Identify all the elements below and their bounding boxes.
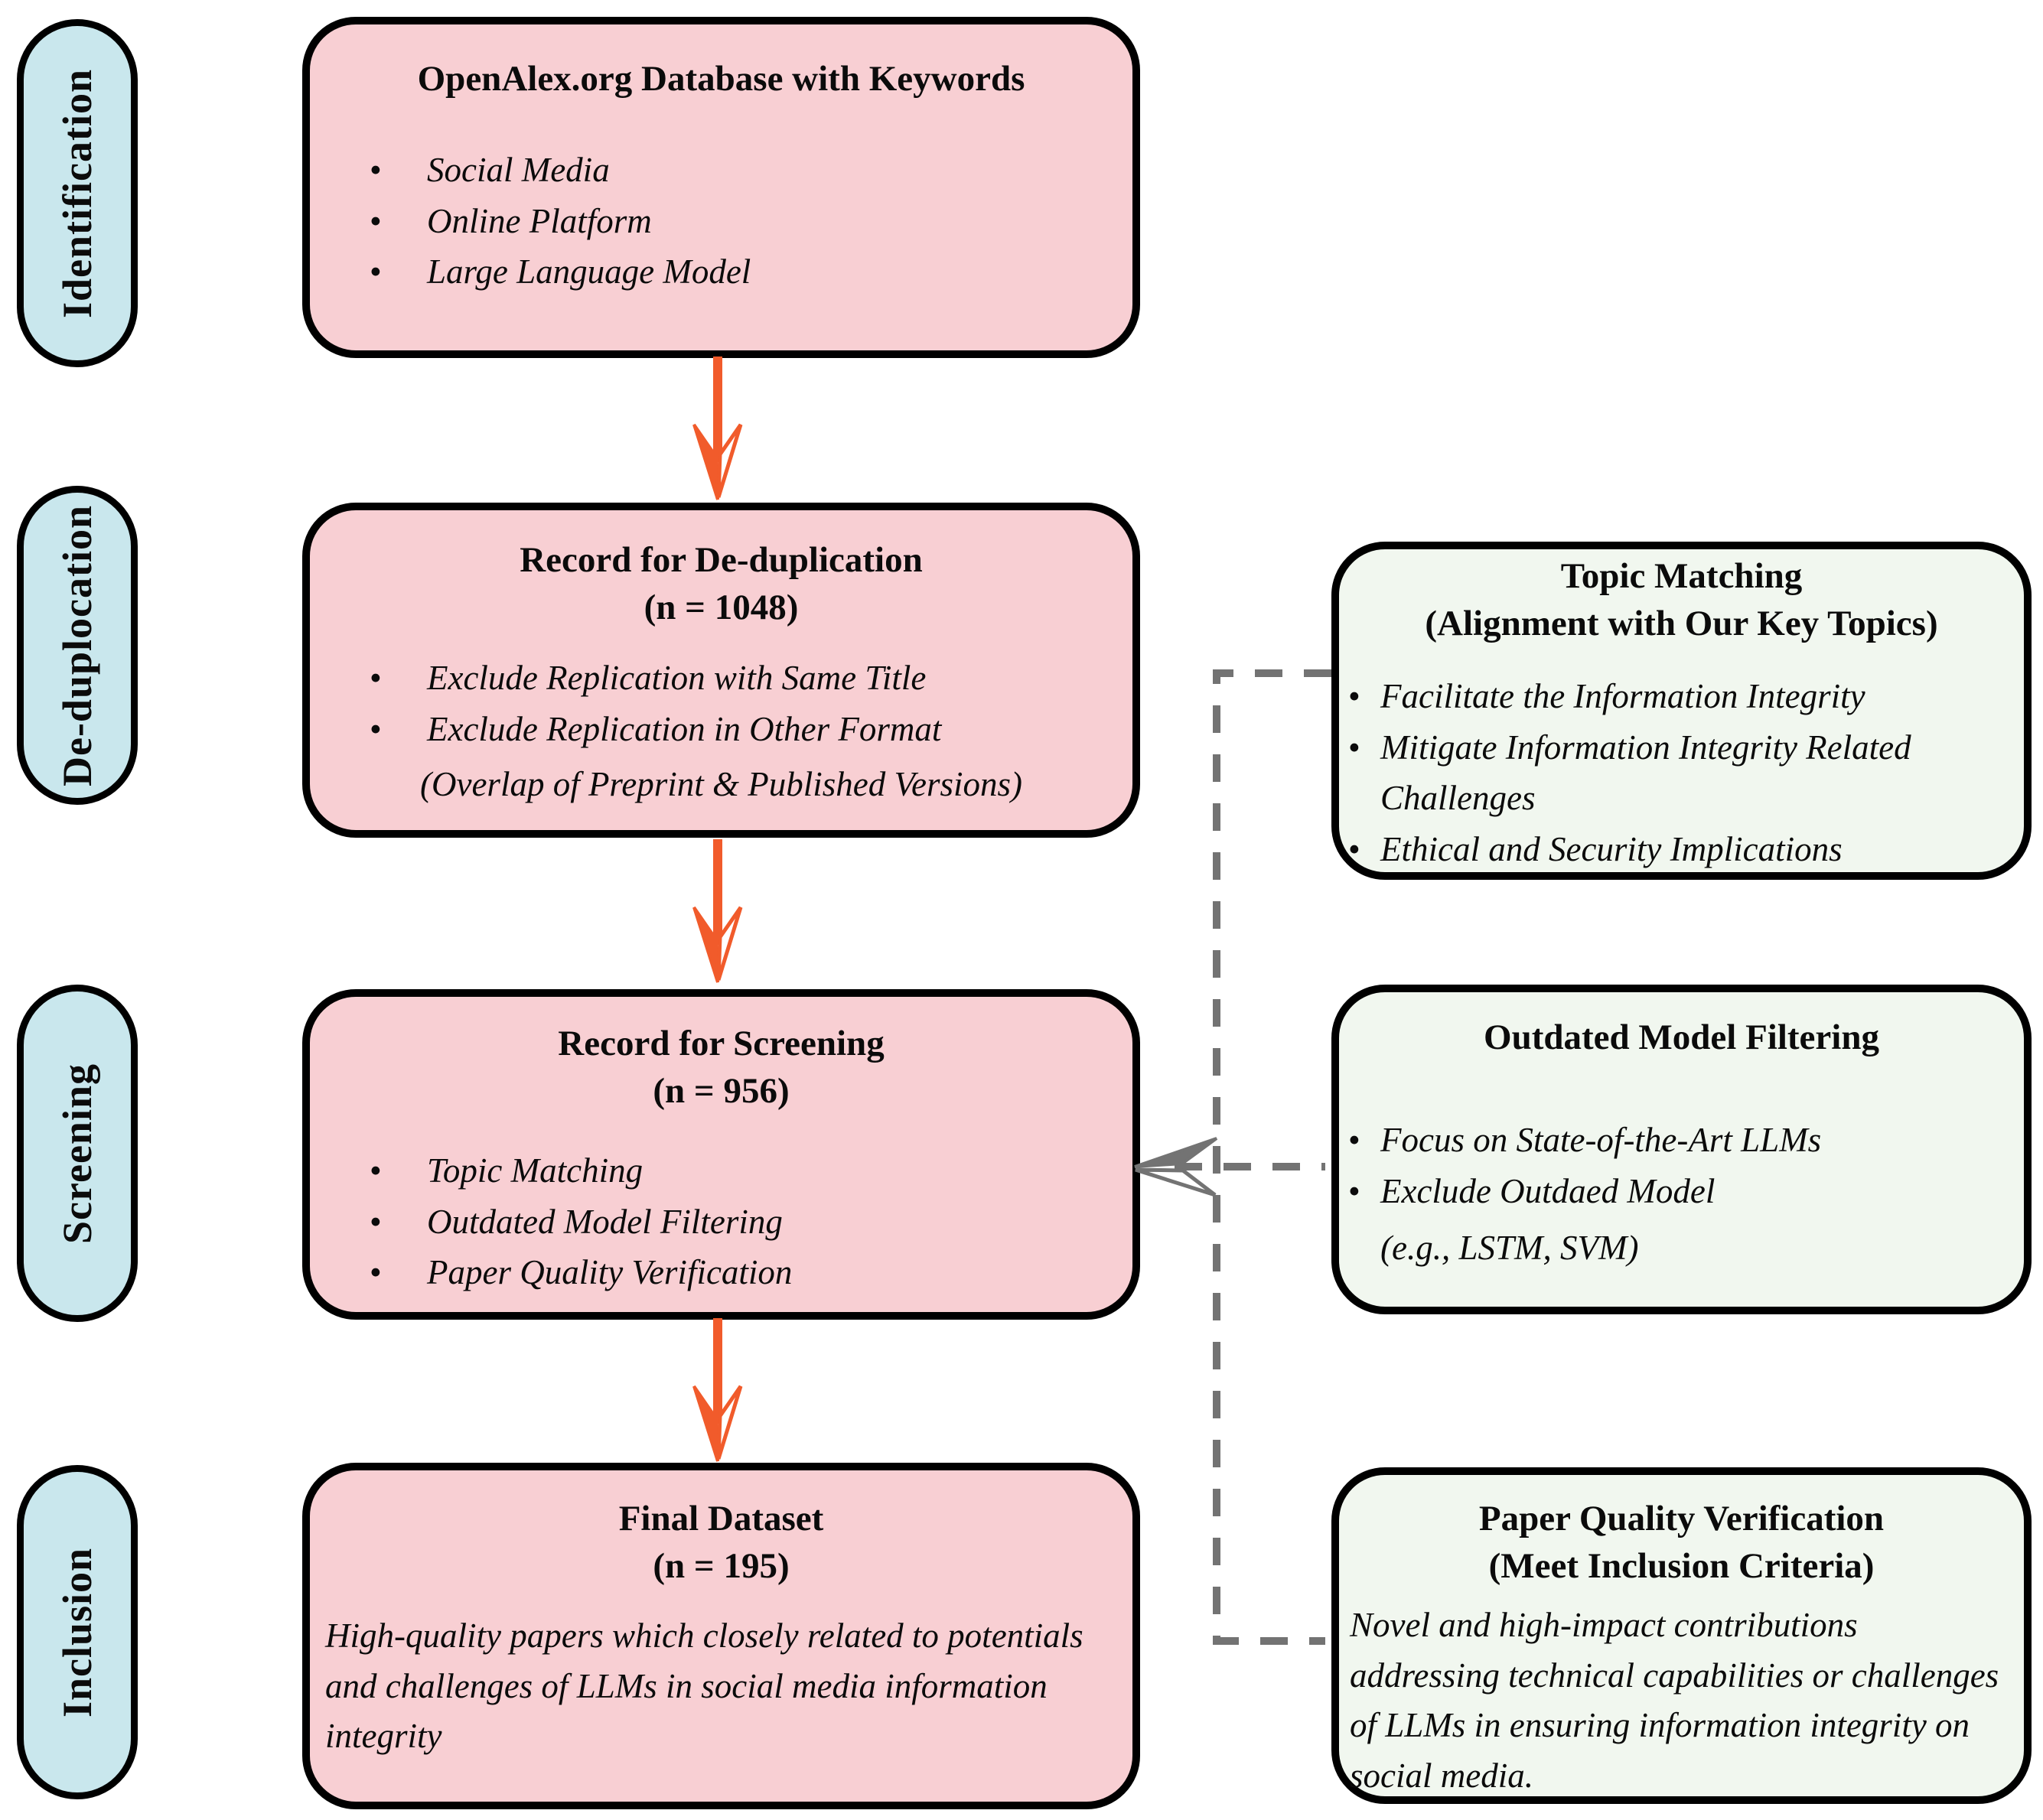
bullet-icon: • xyxy=(1348,728,1360,767)
bullet-list: • Focus on State-of-the-Art LLMs • Exclu… xyxy=(1348,1115,2024,1216)
box-title-line: Record for Screening xyxy=(558,1024,885,1063)
stage-capsule-deduplication: De-duplocation xyxy=(17,486,138,805)
bullet-icon: • xyxy=(370,151,382,190)
box-title-line: Topic Matching xyxy=(1560,556,1803,596)
list-item: • Focus on State-of-the-Art LLMs xyxy=(1348,1115,2024,1166)
box-subtitle: (Meet Inclusion Criteria) xyxy=(1488,1546,1875,1587)
bullet-text: Facilitate the Information Integrity xyxy=(1380,677,1865,716)
criteria-box-outdated-model-filtering: Outdated Model Filtering • Focus on Stat… xyxy=(1331,985,2032,1314)
bullet-icon: • xyxy=(370,252,382,291)
flow-box-final-dataset: Final Dataset (n = 195) High-quality pap… xyxy=(302,1463,1140,1809)
box-title-line: Paper Quality Verification xyxy=(1478,1499,1885,1538)
box-title: Record for De-duplication (n = 1048) xyxy=(310,536,1132,631)
bullet-text: Focus on State-of-the-Art LLMs xyxy=(1380,1121,1822,1160)
flow-box-deduplication: Record for De-duplication (n = 1048) • E… xyxy=(302,503,1140,838)
box-title: Outdated Model Filtering xyxy=(1484,1017,1879,1057)
bullet-icon: • xyxy=(1348,677,1360,716)
dashed-connector xyxy=(1175,669,1331,1645)
list-item: • Paper Quality Verification xyxy=(370,1247,1132,1298)
bullet-icon: • xyxy=(370,1151,382,1190)
list-item: • Ethical and Security Implications xyxy=(1348,824,2018,875)
list-item: • Topic Matching xyxy=(370,1145,1132,1197)
bullet-text: Exclude Outdaed Model xyxy=(1380,1171,1716,1210)
box-count: (n = 956) xyxy=(653,1071,790,1112)
box-title: Final Dataset (n = 195) xyxy=(310,1495,1132,1590)
stage-label: Screening xyxy=(54,1063,100,1244)
box-subtitle: (Alignment with Our Key Topics) xyxy=(1425,604,1938,644)
screening-criteria-arrowhead xyxy=(1134,1137,1218,1197)
bullet-icon: • xyxy=(1348,1171,1360,1210)
bullet-text: Ethical and Security Implications xyxy=(1380,829,1843,868)
bullet-text: Outdated Model Filtering xyxy=(427,1202,783,1241)
box-title: Record for Screening (n = 956) xyxy=(310,1020,1132,1115)
box-paragraph: Novel and high-impact contributions addr… xyxy=(1350,1606,1999,1796)
bullet-list: • Topic Matching • Outdated Model Filter… xyxy=(370,1145,1132,1298)
box-title: OpenAlex.org Database with Keywords xyxy=(417,59,1025,99)
box-title: Topic Matching (Alignment with Our Key T… xyxy=(1339,552,2024,647)
list-item: • Social Media xyxy=(370,145,1132,196)
bullet-text: Paper Quality Verification xyxy=(427,1253,793,1292)
list-item: • Exclude Replication with Same Title xyxy=(370,653,1132,704)
criteria-box-paper-quality: Paper Quality Verification (Meet Inclusi… xyxy=(1331,1467,2032,1804)
box-title: Paper Quality Verification (Meet Inclusi… xyxy=(1339,1495,2024,1590)
bullet-icon: • xyxy=(1348,829,1360,868)
flow-arrow-1 xyxy=(694,357,741,500)
bullet-text: Large Language Model xyxy=(427,252,751,291)
criteria-box-topic-matching: Topic Matching (Alignment with Our Key T… xyxy=(1331,542,2032,880)
bullet-text: Online Platform xyxy=(427,201,652,240)
box-count: (n = 195) xyxy=(653,1546,790,1587)
bullet-icon: • xyxy=(370,201,382,240)
bullet-icon: • xyxy=(370,1202,382,1241)
bullet-text: Exclude Replication in Other Format xyxy=(427,709,942,748)
bullet-text: Topic Matching xyxy=(427,1151,644,1190)
box-title-line: Final Dataset xyxy=(618,1499,824,1538)
bullet-list: • Social Media • Online Platform • Large… xyxy=(370,145,1132,298)
box-paragraph: High-quality papers which closely relate… xyxy=(325,1617,1083,1756)
list-item: • Large Language Model xyxy=(370,246,1132,298)
bullet-text: Mitigate Information Integrity Related C… xyxy=(1380,728,1911,818)
stage-capsule-inclusion: Inclusion xyxy=(17,1465,138,1799)
stage-capsule-identification: Identification xyxy=(17,19,138,367)
bullet-icon: • xyxy=(1348,1121,1360,1160)
list-item: • Online Platform xyxy=(370,196,1132,247)
stage-label: Inclusion xyxy=(54,1547,101,1717)
flow-arrow-2 xyxy=(694,839,741,982)
stage-capsule-screening: Screening xyxy=(17,985,138,1322)
bullet-list: • Exclude Replication with Same Title • … xyxy=(370,653,1132,754)
bullet-list: • Facilitate the Information Integrity •… xyxy=(1348,671,2018,874)
box-title-line: Record for De-duplication xyxy=(520,540,923,580)
box-count: (n = 1048) xyxy=(644,588,799,628)
stage-label: Identification xyxy=(54,68,101,318)
bullet-text: Exclude Replication with Same Title xyxy=(427,659,927,698)
flow-arrow-3 xyxy=(694,1318,741,1461)
list-item: • Facilitate the Information Integrity xyxy=(1348,671,2018,722)
box-note: (Overlap of Preprint & Published Version… xyxy=(420,765,1022,804)
bullet-text: Social Media xyxy=(427,151,610,190)
bullet-icon: • xyxy=(370,659,382,698)
list-item: • Exclude Replication in Other Format xyxy=(370,704,1132,755)
list-item: • Exclude Outdaed Model xyxy=(1348,1166,2024,1217)
bullet-icon: • xyxy=(370,709,382,748)
bullet-icon: • xyxy=(370,1253,382,1292)
list-item: • Mitigate Information Integrity Related… xyxy=(1348,722,2018,824)
flow-box-database: OpenAlex.org Database with Keywords • So… xyxy=(302,17,1140,358)
flow-box-screening: Record for Screening (n = 956) • Topic M… xyxy=(302,989,1140,1320)
box-note: (e.g., LSTM, SVM) xyxy=(1380,1229,1639,1268)
list-item: • Outdated Model Filtering xyxy=(370,1197,1132,1248)
stage-label: De-duplocation xyxy=(54,504,101,786)
